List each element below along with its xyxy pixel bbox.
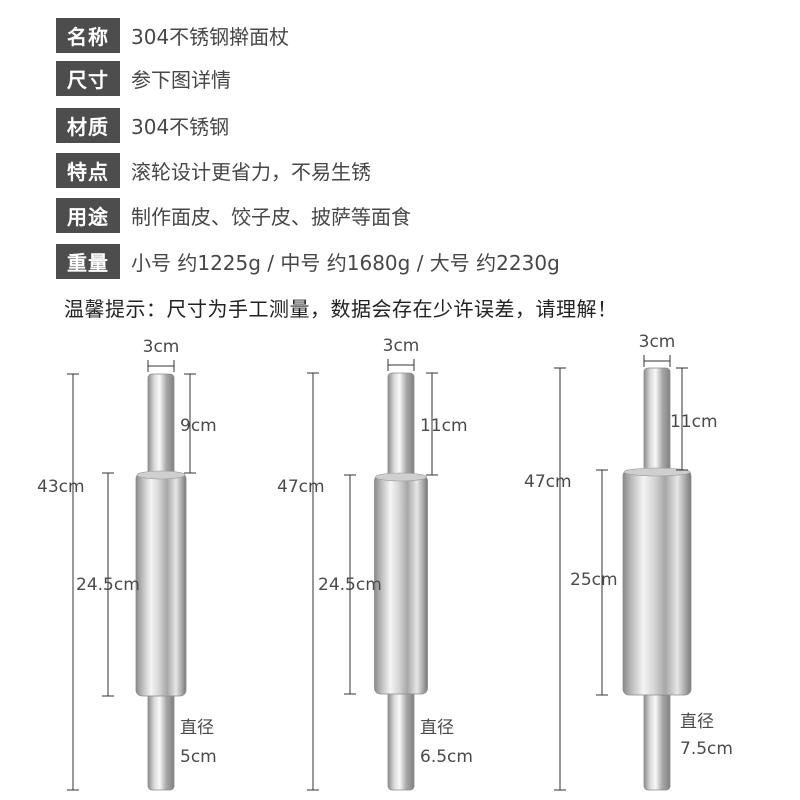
spec-label: 重量 (56, 244, 120, 279)
pin-2-roller (374, 474, 428, 695)
pin-1-diameter-label: 直径 (180, 718, 214, 738)
spec-row-weight: 重量 小号 约1225g / 中号 约1680g / 大号 约2230g (56, 244, 560, 279)
spec-label: 用途 (56, 198, 120, 233)
pin-2-diameter-value: 6.5cm (420, 747, 473, 767)
pin-1-top-handle (147, 373, 175, 478)
pin-3-bottom-handle (643, 690, 671, 791)
spec-label: 尺寸 (56, 61, 120, 96)
pin-2-roller-top-edge (375, 472, 427, 482)
spec-value: 小号 约1225g / 中号 约1680g / 大号 约2230g (131, 251, 560, 275)
spec-value: 制作面皮、饺子皮、披萨等面食 (131, 205, 411, 229)
spec-value: 参下图详情 (131, 68, 231, 92)
pin-1-roller-top-edge (136, 470, 186, 480)
spec-row-material: 材质 304不锈钢 (56, 108, 229, 143)
spec-label: 名称 (56, 18, 120, 53)
pin-3-total-length-label: 47cm (524, 472, 572, 492)
spec-row-usage: 用途 制作面皮、饺子皮、披萨等面食 (56, 198, 411, 233)
spec-value: 304不锈钢擀面杖 (131, 25, 290, 49)
pin-1-handle-length-label: 9cm (180, 416, 217, 436)
pin-2-total-length-label: 47cm (277, 477, 325, 497)
spec-row-name: 名称 304不锈钢擀面杖 (56, 18, 289, 53)
spec-row-feature: 特点 滚轮设计更省力，不易生锈 (56, 153, 371, 188)
pin-3-roller-length-label: 25cm (570, 570, 618, 590)
pin-1-total-length-label: 43cm (37, 477, 85, 497)
pin-3-roller-top-edge (623, 467, 691, 477)
pin-3-top-handle (643, 367, 671, 475)
spec-label: 特点 (56, 153, 120, 188)
pin-1-bottom-handle (147, 691, 175, 791)
pin-2-width-label: 3cm (383, 336, 420, 356)
pin-3-diameter-label: 直径 (680, 712, 714, 732)
pin-3-handle-length-label: 11cm (670, 412, 718, 432)
measurement-note: 温馨提示：尺寸为手工测量，数据会存在少许误差，请理解！ (64, 297, 618, 321)
pin-3-roller (622, 469, 692, 696)
spec-value: 滚轮设计更省力，不易生锈 (131, 160, 371, 184)
spec-value: 304不锈钢 (131, 115, 230, 139)
spec-row-size: 尺寸 参下图详情 (56, 61, 231, 96)
pin-2-top-handle (387, 372, 415, 480)
pin-2-diameter-label: 直径 (420, 718, 454, 738)
spec-label: 材质 (56, 108, 120, 143)
pin-1-roller-length-label: 24.5cm (76, 575, 140, 595)
pin-1-roller (135, 472, 187, 697)
pin-2-roller-length-label: 24.5cm (318, 575, 382, 595)
pin-2-bottom-handle (387, 689, 415, 791)
pin-1-diameter-value: 5cm (180, 747, 217, 767)
pin-1-width-label: 3cm (143, 337, 180, 357)
pin-3-width-label: 3cm (639, 332, 676, 352)
pin-3-diameter-value: 7.5cm (680, 739, 733, 759)
pin-2-handle-length-label: 11cm (420, 416, 468, 436)
